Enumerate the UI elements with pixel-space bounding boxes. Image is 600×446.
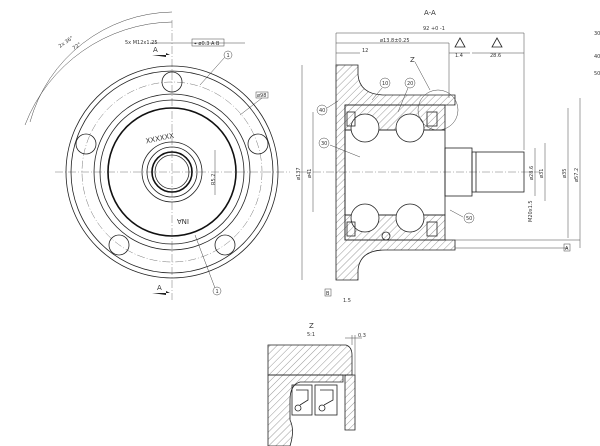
hub-dim: R5.2 (211, 174, 217, 185)
section-view: A-A 92 +0 -1 ø13.8±0.25 12 1.4 28.6 (296, 9, 600, 304)
flange-bearing-dim: ø13.8±0.25 (380, 38, 410, 44)
detail-marker: Z (410, 56, 415, 64)
angle-dim-2: 72° (72, 41, 83, 51)
side-note-30: 30 (594, 31, 600, 37)
thread-dim: 5x M12x1.25 (125, 40, 158, 46)
bolt-holes (75, 71, 269, 256)
balloon-50: 50 (449, 209, 475, 224)
stub-dim-2: ø31 (539, 169, 545, 178)
tri-dim-1: 1.4 (455, 53, 463, 59)
detail-view-z: Z 5:1 0.3 (267, 322, 366, 446)
detail-title: Z (309, 322, 314, 330)
front-view: XXXXXX INA 2x 36° 72° 5x M12x1.25 ⌖ ø0.3… (24, 11, 290, 300)
balloon-30: 30 (318, 137, 361, 158)
marking-bottom: INA (177, 217, 189, 225)
balloon-40: 40 (316, 100, 339, 116)
section-marker-bottom: A (157, 284, 162, 292)
position-tolerance: ⌖ ø0.3 A B (194, 41, 220, 47)
svg-text:20: 20 (407, 81, 413, 87)
stub-dim-3: ø35 (562, 169, 568, 178)
outer-dim: ø137 (296, 167, 302, 180)
offset-dim: 1.5 (343, 298, 351, 304)
detail-gap-dim: 0.3 (358, 333, 366, 339)
svg-text:30: 30 (321, 141, 327, 147)
section-title: A-A (424, 9, 436, 17)
pcd-dim: ø98 (257, 93, 266, 99)
marking-top: XXXXXX (145, 132, 175, 146)
svg-text:40: 40 (319, 108, 325, 114)
stub-dim-1: ø28.6 (529, 166, 535, 180)
balloon-20: 20 (397, 77, 416, 113)
balloon-1-top: 1 (227, 53, 230, 59)
balloon-10: 10 (371, 77, 391, 101)
datum-b: B (326, 291, 330, 297)
hub-diameter-dim: ø57.2 (574, 168, 580, 182)
section-marker-top: A (153, 46, 158, 54)
balloon-1-bottom: 1 (216, 289, 219, 295)
side-note-50: 50 (594, 71, 600, 77)
side-note-40: 40 (594, 54, 600, 60)
datum-a: A (565, 246, 569, 252)
thread-stub-dim: M20x1.5 (528, 200, 534, 222)
overall-length-dim: 92 +0 -1 (423, 26, 445, 32)
detail-scale: 5:1 (307, 332, 315, 338)
svg-text:50: 50 (466, 216, 472, 222)
bore-dim: ø41 (307, 169, 313, 178)
svg-text:10: 10 (382, 81, 388, 87)
flange-thickness-dim: 12 (362, 48, 368, 54)
tri-dim-2: 28.6 (490, 53, 501, 59)
